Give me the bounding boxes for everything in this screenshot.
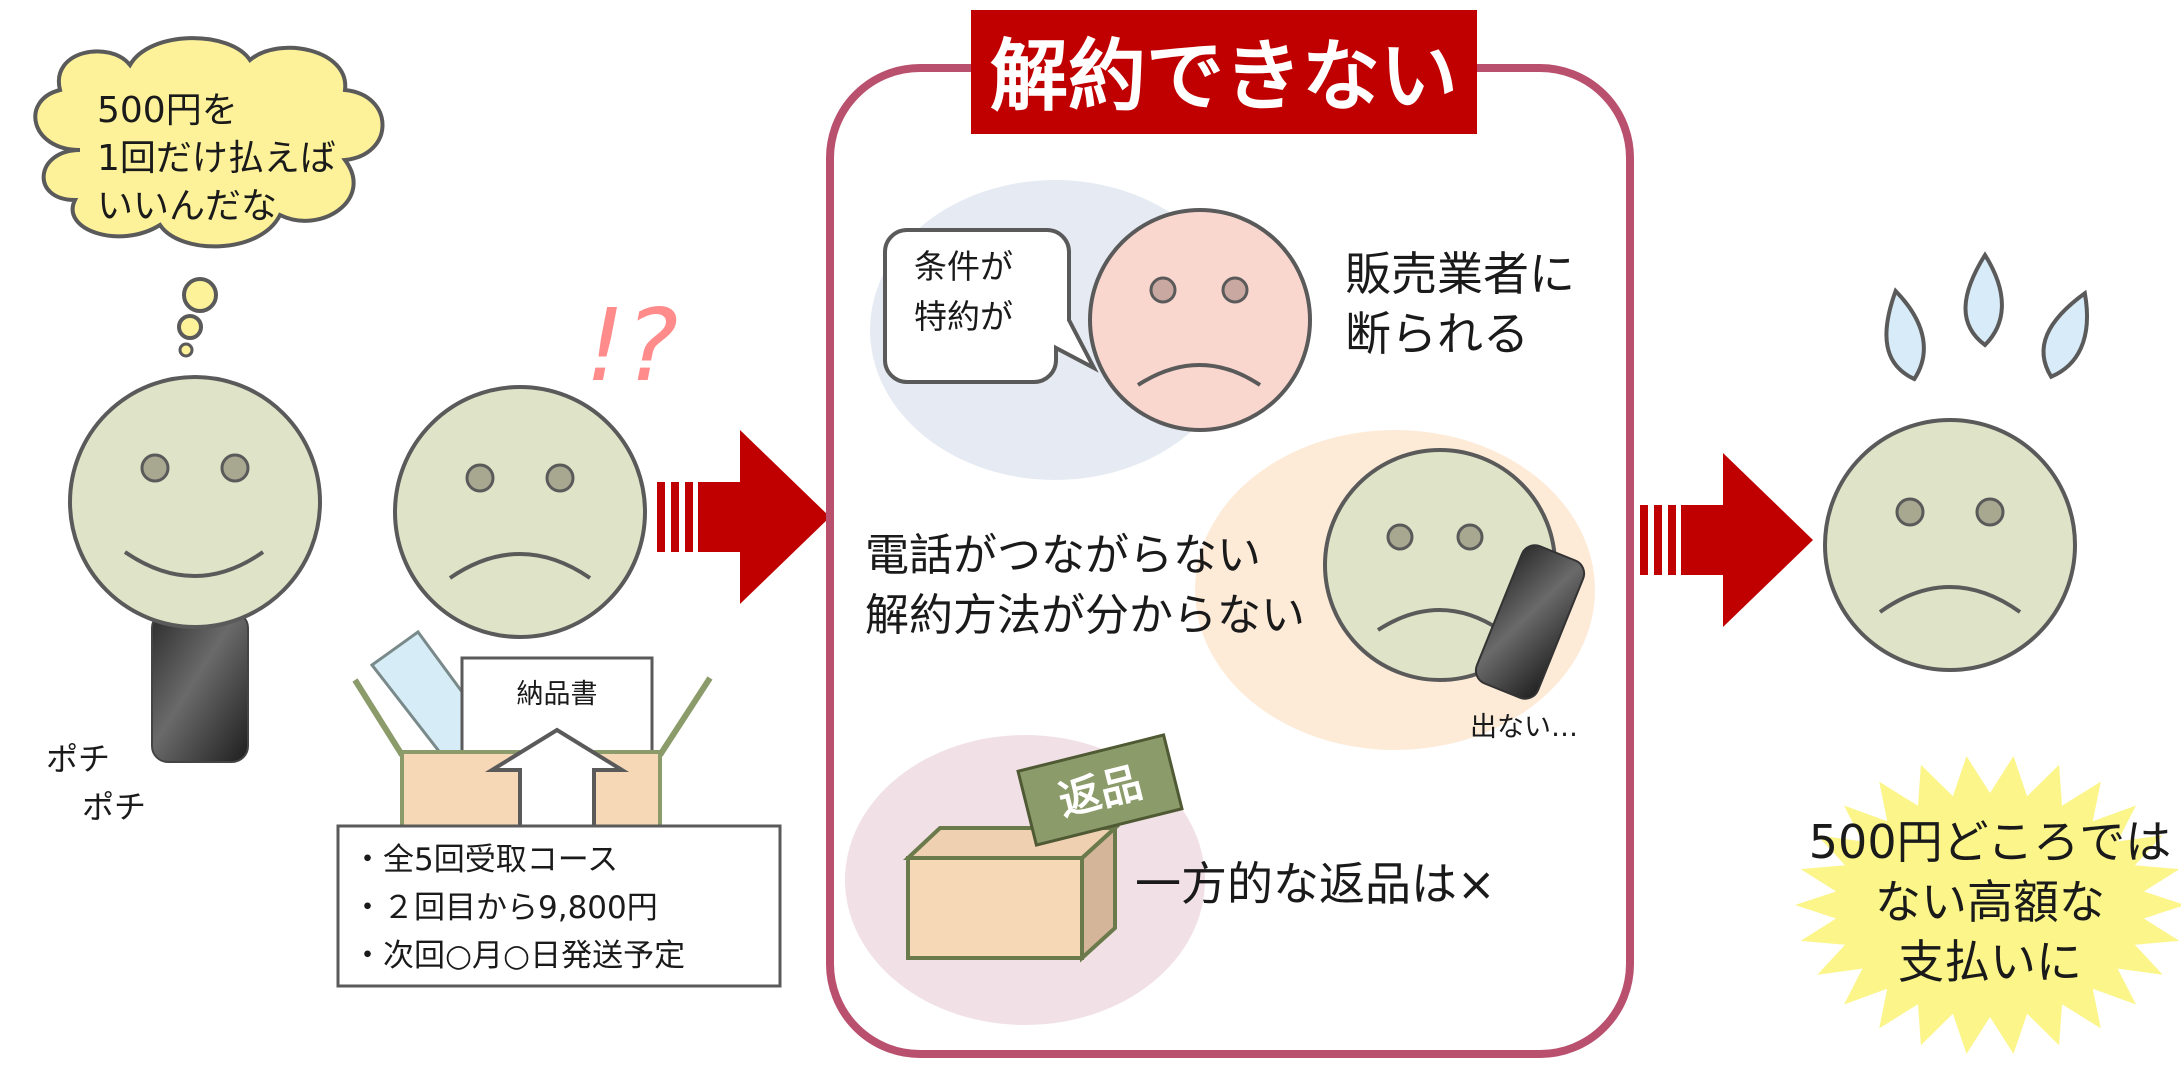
- confused-face-right-eye: [545, 463, 575, 493]
- thought-text-line3: いいんだな: [97, 186, 277, 227]
- happy-face-right-eye: [220, 453, 250, 483]
- happy-face-smile: [123, 550, 265, 578]
- contract-info-frame: [336, 824, 782, 988]
- sweat-drop-icon-right: [2041, 289, 2090, 380]
- cannot-cancel-title: 解約できない: [990, 32, 1458, 122]
- return-sign-plate: [1016, 733, 1184, 847]
- seller-speech-bubble-shape: [883, 228, 1099, 384]
- confused-face: [393, 385, 647, 639]
- worried-face: [1823, 418, 2077, 672]
- thought-cloud-shape: [33, 36, 385, 249]
- phone-sad-face-frown: [1376, 608, 1502, 632]
- thought-text-line1: 500円を: [97, 90, 238, 131]
- smartphone-icon: [151, 611, 249, 763]
- seller-sad-face-head: [1088, 208, 1312, 432]
- happy-face-left-eye: [140, 453, 170, 483]
- result-burst-line1: 500円どころでは: [1809, 815, 2171, 869]
- confused-face-frown: [448, 552, 592, 580]
- cannot-cancel-title-bg: [971, 10, 1477, 134]
- phone-text-line2: 解約方法が分からない: [865, 590, 1305, 641]
- confused-face-head: [393, 385, 647, 639]
- phone-caption: 出ない…: [1470, 712, 1578, 743]
- return-text: 一方的な返品は×: [1135, 857, 1496, 911]
- worried-face-left-eye: [1895, 497, 1925, 527]
- box-flap-left: [352, 678, 405, 757]
- contract-line1: ・全5回受取コース: [352, 842, 618, 878]
- seller-bubble-line2: 特約が: [914, 297, 1013, 336]
- result-burst-line3: 支払いに: [1898, 935, 2082, 989]
- seller-sad-face-left-eye: [1149, 276, 1177, 304]
- seller-text-line1: 販売業者に: [1345, 247, 1575, 301]
- seller-sad-face: [1088, 208, 1312, 432]
- result-burst-line2: ない高額な: [1875, 875, 2105, 929]
- worried-face-frown: [1878, 585, 2022, 614]
- contract-line3: ・次回○月○日発送予定: [352, 938, 685, 974]
- thought-cloud: 500円を 1回だけ払えば いいんだな: [33, 36, 385, 358]
- delivery-note-label: 納品書: [517, 679, 598, 710]
- phone-text-line1: 電話がつながらない: [865, 530, 1261, 581]
- thought-bubble-small: [178, 342, 194, 358]
- confused-face-left-eye: [465, 463, 495, 493]
- seller-speech-bubble: 条件が 特約が: [883, 228, 1099, 384]
- result-burst-shape: [1795, 756, 2181, 1054]
- happy-face: [68, 375, 322, 763]
- worried-face-head: [1823, 418, 2077, 672]
- box-flap-right: [657, 676, 713, 757]
- contract-line2: ・２回目から9,800円: [352, 890, 658, 926]
- sweat-drops: [1884, 251, 2090, 382]
- arrow-right-icon-2: [1640, 453, 1813, 627]
- seller-sad-face-right-eye: [1221, 276, 1249, 304]
- phone-sad-face-left-eye: [1386, 523, 1414, 551]
- return-box-front: [906, 856, 1084, 960]
- seller-sad-face-frown: [1136, 363, 1262, 387]
- thought-bubble-large: [182, 277, 218, 313]
- thought-bubble-medium: [177, 314, 203, 340]
- up-arrow-outline: [484, 727, 630, 829]
- tap-sound-line2: ポチ: [82, 788, 146, 826]
- sweat-drop-icon-middle: [1963, 251, 2004, 348]
- surprise-mark: !?: [585, 287, 678, 404]
- seller-bubble-line1: 条件が: [914, 247, 1013, 286]
- arrow-right-icon-1: [657, 430, 830, 604]
- tap-sound-line1: ポチ: [46, 740, 110, 778]
- thought-text-line2: 1回だけ払えば: [97, 138, 336, 179]
- worried-face-right-eye: [1975, 497, 2005, 527]
- phone-sad-face-right-eye: [1456, 523, 1484, 551]
- sweat-drop-icon-left: [1884, 287, 1926, 382]
- return-sign: 返品: [1016, 733, 1184, 847]
- happy-face-head: [68, 375, 322, 629]
- delivery-box: 納品書: [352, 629, 713, 829]
- return-box: [902, 823, 1121, 963]
- seller-text-line2: 断られる: [1345, 307, 1529, 361]
- contract-info-box: ・全5回受取コース ・２回目から9,800円 ・次回○月○日発送予定: [336, 824, 782, 988]
- handset-icon: [1474, 544, 1586, 700]
